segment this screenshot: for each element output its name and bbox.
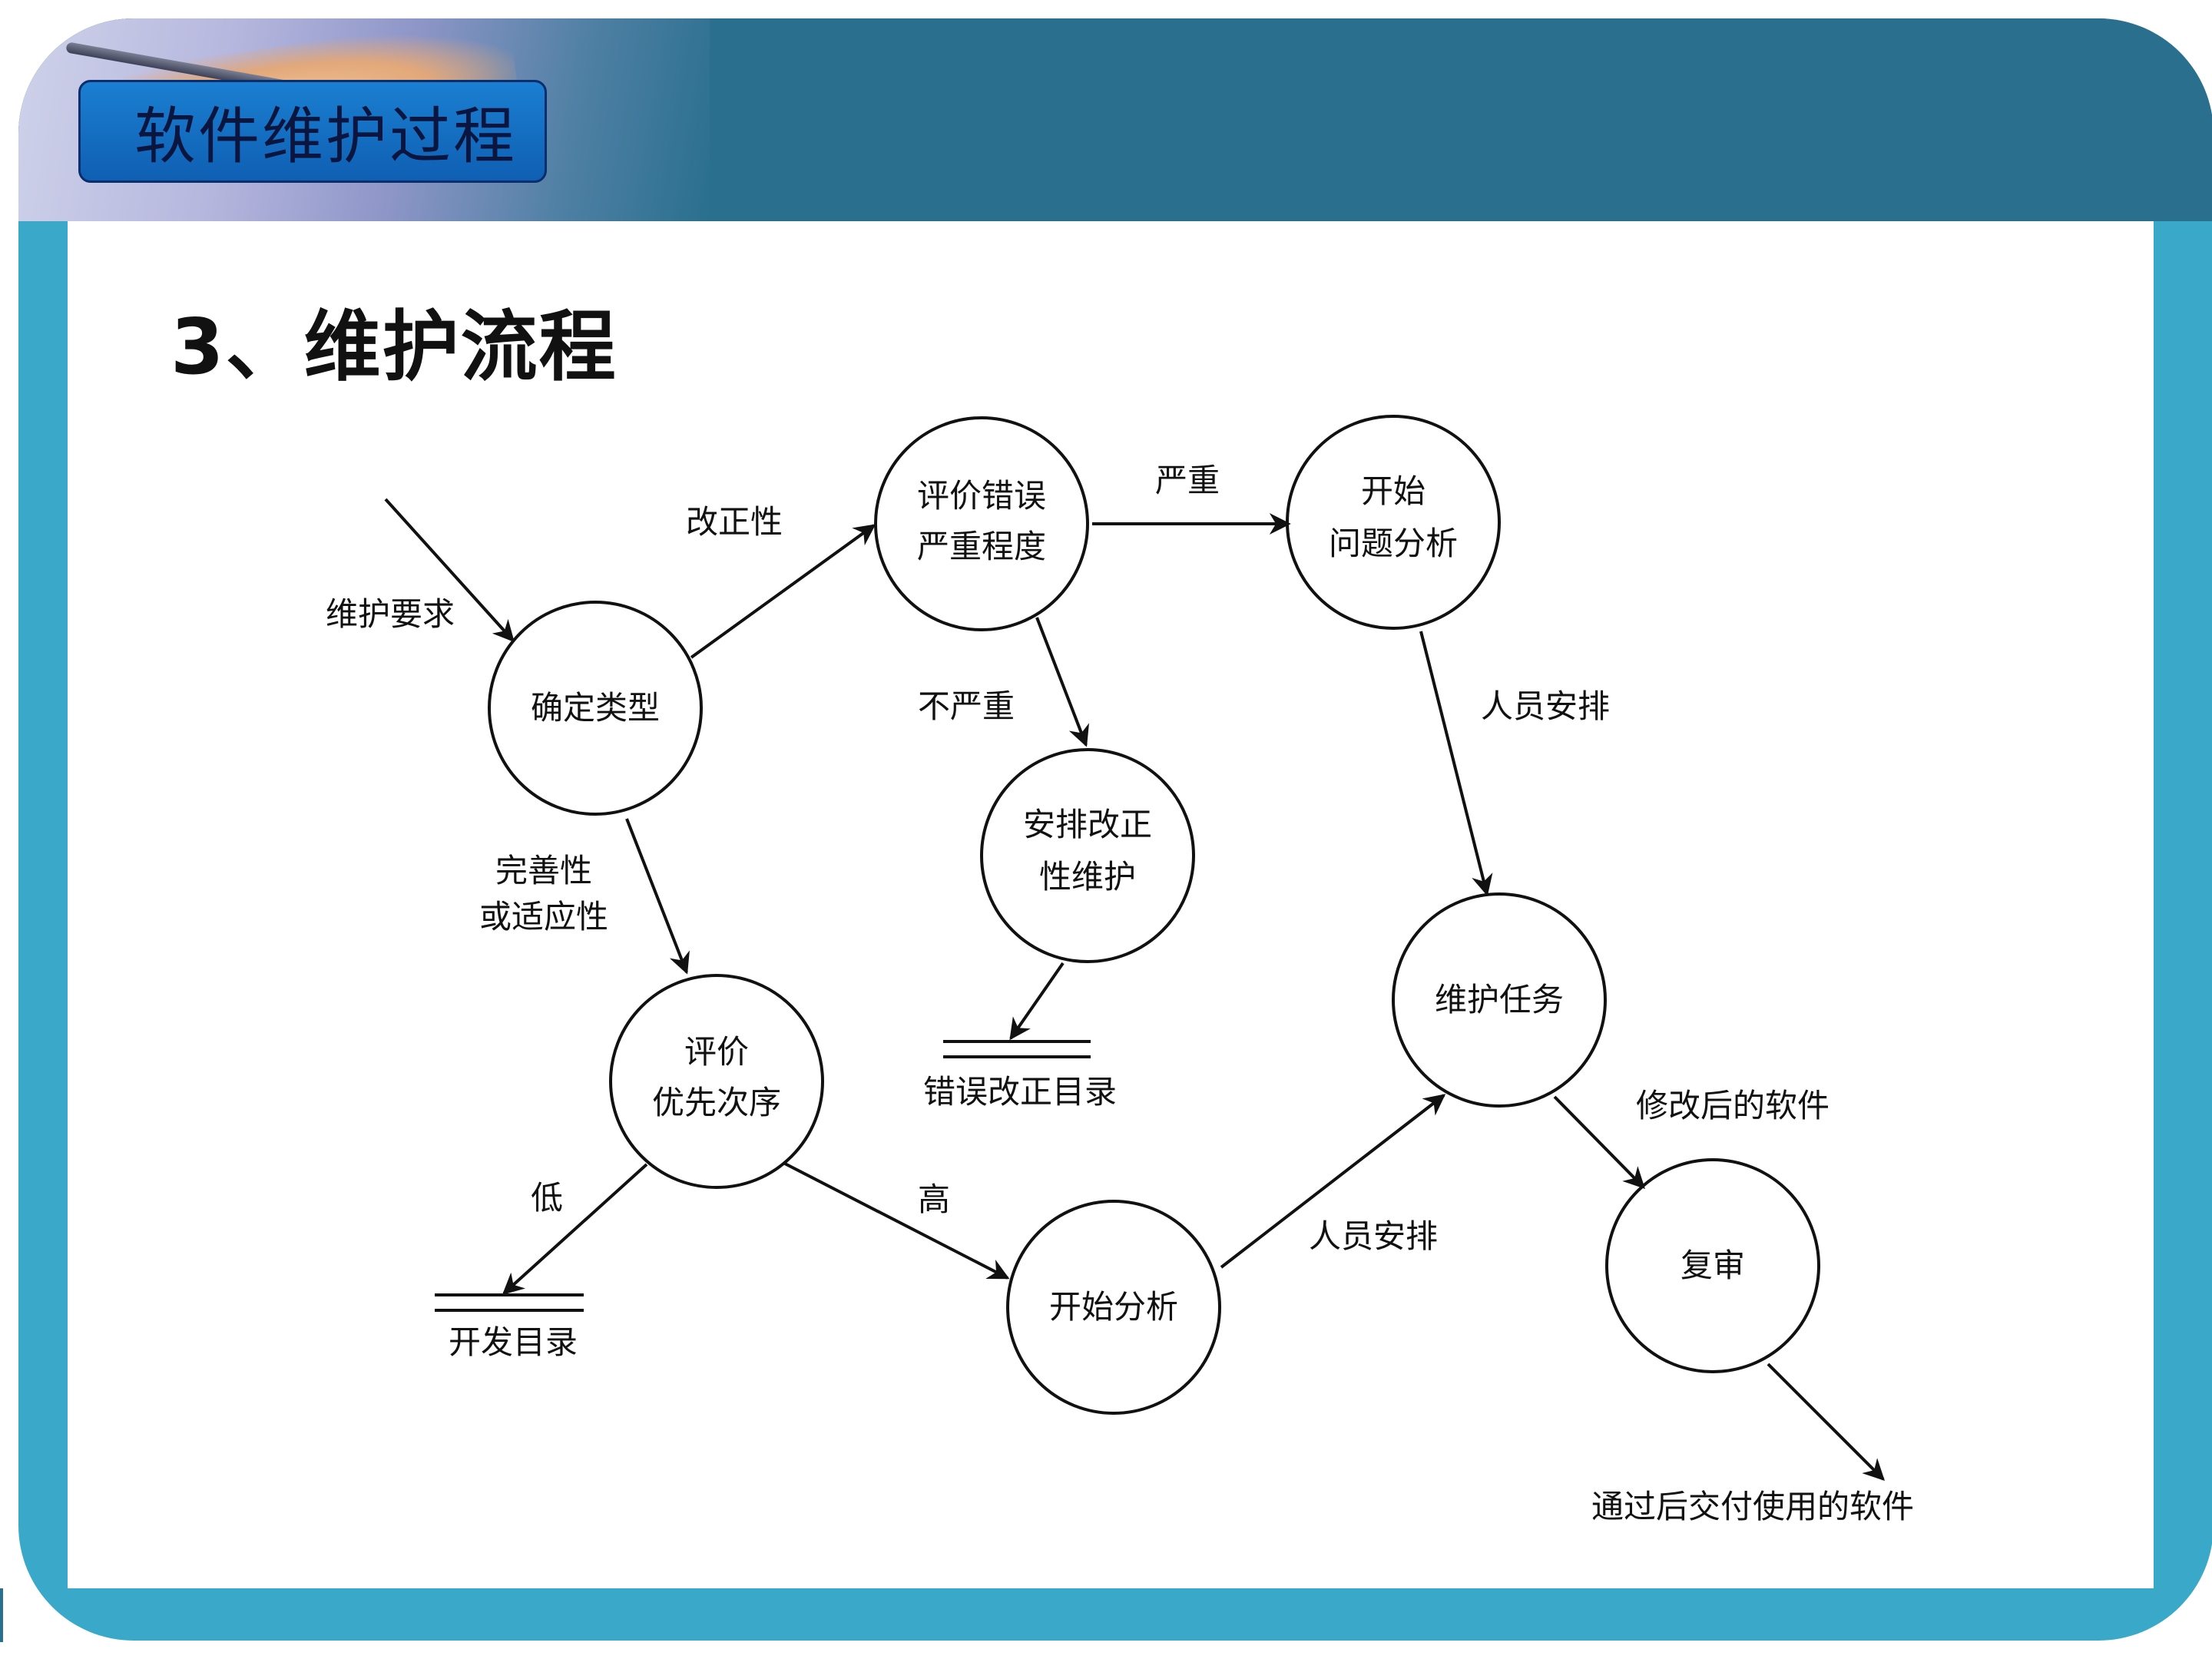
node-label-eval-priority-2: 优先次序 <box>652 1084 781 1121</box>
node-corrective-maintenance <box>980 748 1195 963</box>
edge-label-not-severe: 不严重 <box>918 687 1015 725</box>
edge-to-error-dir <box>1009 962 1065 1041</box>
edge-not-severe <box>1035 617 1089 747</box>
node-review <box>1605 1158 1820 1373</box>
edge-label-perfective-2: 或适应性 <box>479 898 608 935</box>
node-eval-severity <box>874 416 1089 631</box>
edge-label-high: 高 <box>918 1181 950 1218</box>
content-area <box>68 221 2154 1588</box>
node-label-eval-severity-2: 严重程度 <box>917 528 1046 565</box>
edge-maintenance-request <box>384 498 515 643</box>
page-heading: 3、维护流程 <box>171 302 618 392</box>
node-maintenance-task <box>1392 892 1607 1108</box>
node-label-start-problem-2: 问题分析 <box>1329 525 1458 562</box>
edge-label-perfective-1: 完善性 <box>495 852 592 889</box>
node-start-analysis <box>1006 1200 1221 1415</box>
node-eval-priority <box>609 974 824 1189</box>
store-label-error-correction-dir: 错误改正目录 <box>923 1073 1117 1111</box>
edge-staffing-2 <box>1220 1094 1446 1269</box>
node-label-review: 复审 <box>1681 1247 1745 1284</box>
edge-label-modified-software: 修改后的软件 <box>1636 1087 1830 1124</box>
node-label-corrective-2: 性维护 <box>1039 858 1136 896</box>
edge-staffing-1 <box>1419 631 1493 896</box>
node-determine-type <box>488 601 703 816</box>
store-label-development-dir: 开发目录 <box>449 1323 578 1361</box>
edge-label-maintenance-request: 维护要求 <box>326 595 455 633</box>
edge-high <box>783 1161 1010 1280</box>
edge-label-staffing-2: 人员安排 <box>1309 1217 1438 1255</box>
node-label-maintenance-task: 维护任务 <box>1435 981 1564 1018</box>
edge-low <box>502 1163 648 1295</box>
node-label-eval-severity-1: 评价错误 <box>917 477 1046 515</box>
edge-label-severe: 严重 <box>1155 462 1220 499</box>
node-label-start-problem-1: 开始 <box>1361 472 1426 510</box>
edge-modified-software <box>1553 1095 1645 1189</box>
edge-perfective-adaptive <box>625 818 690 975</box>
edge-label-staffing-1: 人员安排 <box>1481 687 1610 725</box>
edge-delivered-software <box>1767 1363 1885 1481</box>
node-label-corrective-1: 安排改正 <box>1023 806 1152 843</box>
edge-label-delivered-software: 通过后交付使用的软件 <box>1591 1488 1914 1525</box>
edge-label-low: 低 <box>531 1179 563 1217</box>
node-label-eval-priority-1: 评价 <box>684 1033 749 1071</box>
title-banner <box>18 18 2212 221</box>
node-label-start-analysis: 开始分析 <box>1049 1288 1178 1326</box>
edge-corrective <box>690 524 876 659</box>
slide-title: 软件维护过程 <box>78 80 547 183</box>
node-label-determine-type: 确定类型 <box>531 689 660 727</box>
edge-label-corrective: 改正性 <box>686 503 783 541</box>
node-start-problem-analysis <box>1286 415 1501 630</box>
edge-marker <box>0 1588 3 1642</box>
